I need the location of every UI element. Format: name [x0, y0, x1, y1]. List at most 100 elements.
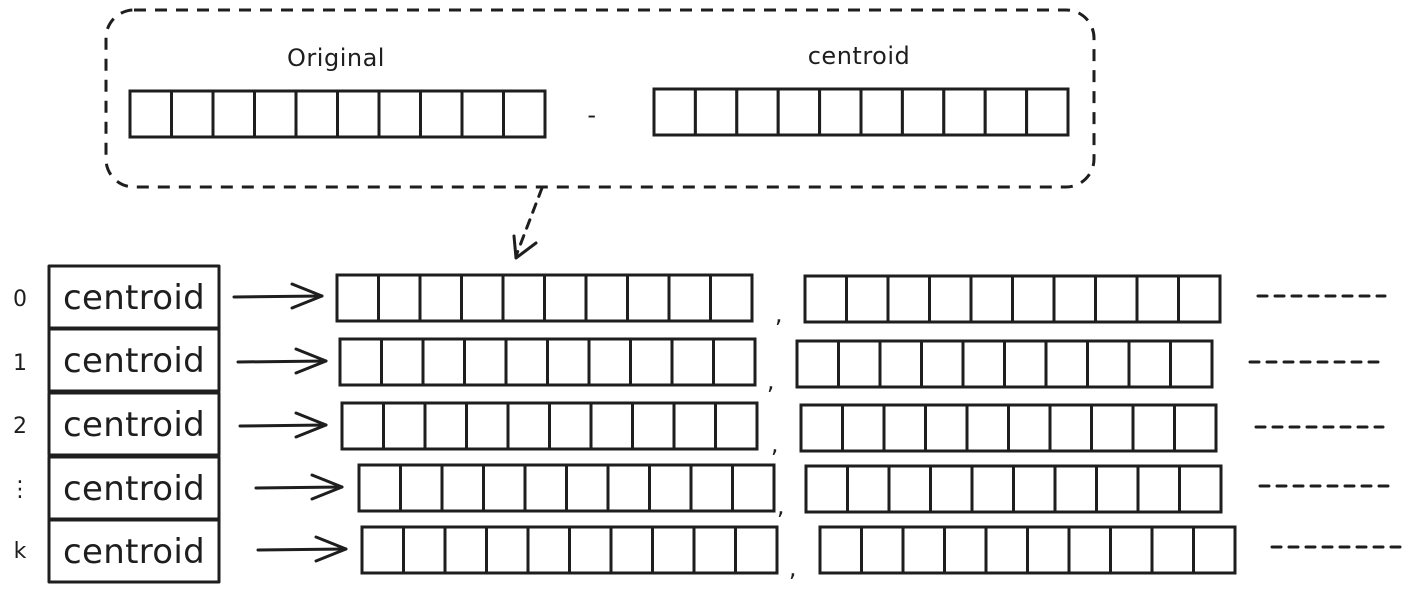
vector-cell — [886, 274, 931, 324]
vector-cell — [568, 525, 613, 575]
vector-cell — [961, 339, 1006, 389]
residual-vector — [803, 274, 1222, 324]
arrow-shaft — [256, 547, 348, 552]
vector-cell — [482, 463, 527, 513]
vector-cell — [543, 273, 588, 323]
vector-cell — [399, 463, 444, 513]
centroid-box — [47, 327, 221, 393]
vector-cell — [340, 401, 385, 451]
vector-cell — [920, 339, 965, 389]
vector-cell — [170, 89, 215, 139]
vector-cell — [672, 401, 717, 451]
centroid-cells — [652, 87, 1070, 137]
residual-vector — [795, 339, 1214, 389]
vector-cell — [1025, 87, 1070, 137]
vector-cell — [846, 464, 891, 514]
vector-cell — [651, 525, 696, 575]
vector-cell — [818, 87, 863, 137]
vector-cell — [804, 464, 849, 514]
vector-cell — [128, 89, 173, 139]
vector-cell — [1090, 403, 1135, 453]
arrow-head — [314, 535, 348, 563]
vector-cell — [1026, 525, 1071, 575]
vector-cell — [692, 525, 737, 575]
arrow-shaft — [232, 294, 324, 299]
vector-cell — [735, 87, 780, 137]
vector-cell — [253, 89, 298, 139]
vector-cell — [423, 401, 468, 451]
vector-cell — [734, 525, 779, 575]
residual-vector — [818, 525, 1237, 575]
vector-cell — [799, 403, 844, 453]
comma-separator: , — [789, 554, 797, 582]
centroid-box-label: centroid — [63, 278, 205, 318]
arrow-head — [294, 347, 328, 375]
vector-cell — [460, 273, 505, 323]
centroid-box — [47, 391, 221, 457]
vector-cell — [1086, 339, 1131, 389]
vector-cell — [1136, 464, 1181, 514]
subtraction-group-box — [104, 8, 1096, 189]
vector-cell — [845, 274, 890, 324]
vector-cell — [965, 403, 1010, 453]
residual-vector — [335, 273, 754, 323]
vector-cell — [609, 525, 654, 575]
arrow-shaft — [254, 485, 344, 490]
centroid-box-label: centroid — [63, 341, 205, 381]
centroid-box — [47, 518, 221, 584]
dashed-arrow-shaft — [514, 186, 544, 258]
vector-cell — [1094, 274, 1139, 324]
vector-cell — [983, 87, 1029, 137]
vector-cell — [421, 337, 466, 387]
vector-cell — [900, 87, 946, 137]
vector-cell — [652, 87, 697, 137]
vector-cell — [443, 525, 488, 575]
row-index-label: k — [14, 539, 27, 564]
residual-vector — [799, 403, 1218, 453]
vector-cell — [841, 403, 886, 453]
arrow-shaft — [238, 423, 328, 428]
minus-operator: - — [587, 101, 596, 129]
vector-cell — [336, 89, 381, 139]
vector-cell — [629, 337, 674, 387]
vector-cell — [901, 525, 946, 575]
vector-cell — [565, 463, 610, 513]
centroid-row-⋮: ⋮centroid, — [9, 455, 1391, 521]
vector-cell — [731, 463, 776, 513]
vector-cell — [584, 273, 629, 323]
comma-separator: , — [771, 430, 779, 458]
centroid-label: centroid — [808, 42, 911, 70]
vector-cell — [631, 401, 676, 451]
vector-cell — [648, 463, 693, 513]
vector-cell — [714, 401, 759, 451]
vector-cell — [878, 339, 923, 389]
comma-separator: , — [777, 492, 785, 520]
vector-cell — [882, 403, 927, 453]
centroid-box-label: centroid — [63, 405, 205, 445]
vector-cell — [1011, 274, 1056, 324]
vector-cell — [523, 463, 568, 513]
vector-cell — [670, 337, 715, 387]
vector-cell — [837, 339, 882, 389]
vector-cell — [526, 525, 571, 575]
vector-cell — [924, 403, 969, 453]
vector-cell — [587, 337, 632, 387]
vector-cell — [1053, 464, 1098, 514]
vector-cell — [465, 401, 510, 451]
row-index-label: ⋮ — [9, 477, 31, 502]
vector-cell — [818, 525, 863, 575]
arrow-head — [310, 473, 344, 501]
vector-cell — [485, 525, 530, 575]
vector-cell — [795, 339, 840, 389]
vector-cell — [928, 274, 973, 324]
vector-cell — [887, 464, 932, 514]
vector-cell — [335, 273, 380, 323]
residual-vector — [360, 525, 779, 575]
residual-vector — [340, 401, 759, 451]
vector-cell — [357, 463, 402, 513]
